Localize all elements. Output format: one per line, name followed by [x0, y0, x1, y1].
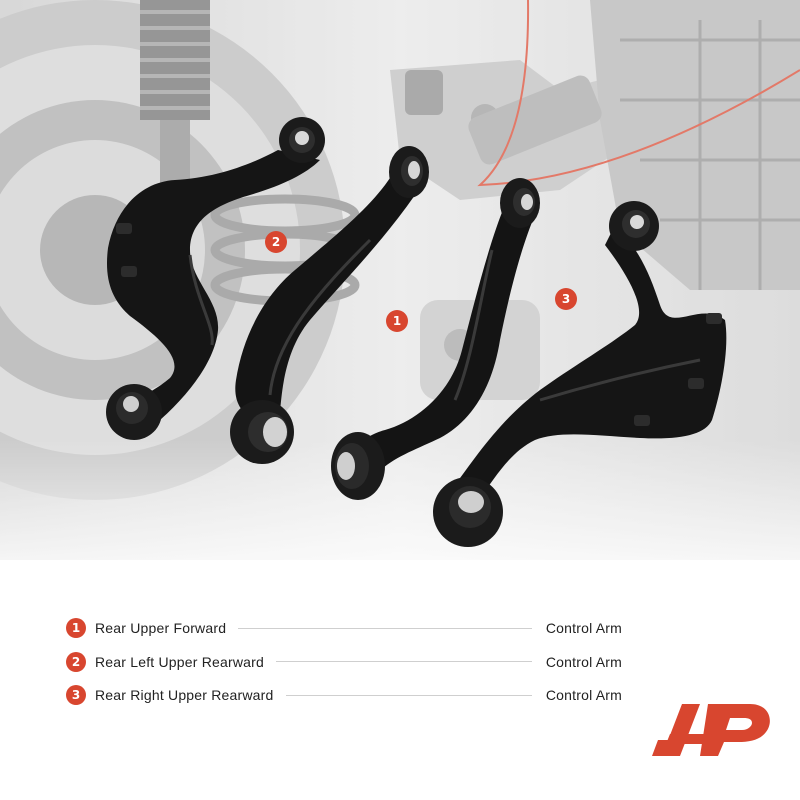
callout-1: 1: [386, 310, 408, 332]
legend-type: Control Arm: [545, 653, 622, 670]
control-arm-2: [106, 117, 325, 440]
legend-divider: [276, 661, 532, 662]
legend-label: Rear Right Upper Rearward: [95, 687, 274, 703]
legend-type: Control Arm: [545, 687, 622, 703]
legend-type: Control Arm: [545, 620, 622, 636]
legend-label: Rear Left Upper Rearward: [95, 653, 264, 670]
legend-number: 2: [66, 651, 86, 672]
legend-label: Rear Upper Forward: [95, 620, 227, 636]
callout-3: 3: [555, 288, 577, 310]
legend-row-3: 3 Rear Right Upper Rearward Control Arm: [66, 684, 622, 706]
legend-divider: [238, 627, 532, 629]
callout-2: 2: [265, 231, 287, 253]
brand-logo: [652, 704, 770, 756]
legend-number: 3: [66, 685, 86, 705]
legend-row-1: 1 Rear Upper Forward Control Arm: [66, 617, 622, 639]
legend-divider: [285, 694, 532, 696]
control-arm-1b: [331, 178, 540, 500]
control-arm-3: [433, 201, 727, 547]
parts-legend: 1 Rear Upper Forward Control Arm 2 Rear …: [66, 617, 622, 718]
control-arm-1: [230, 146, 429, 464]
legend-number: 1: [66, 618, 86, 638]
legend-row-2: 2 Rear Left Upper Rearward Control Arm: [66, 651, 622, 673]
